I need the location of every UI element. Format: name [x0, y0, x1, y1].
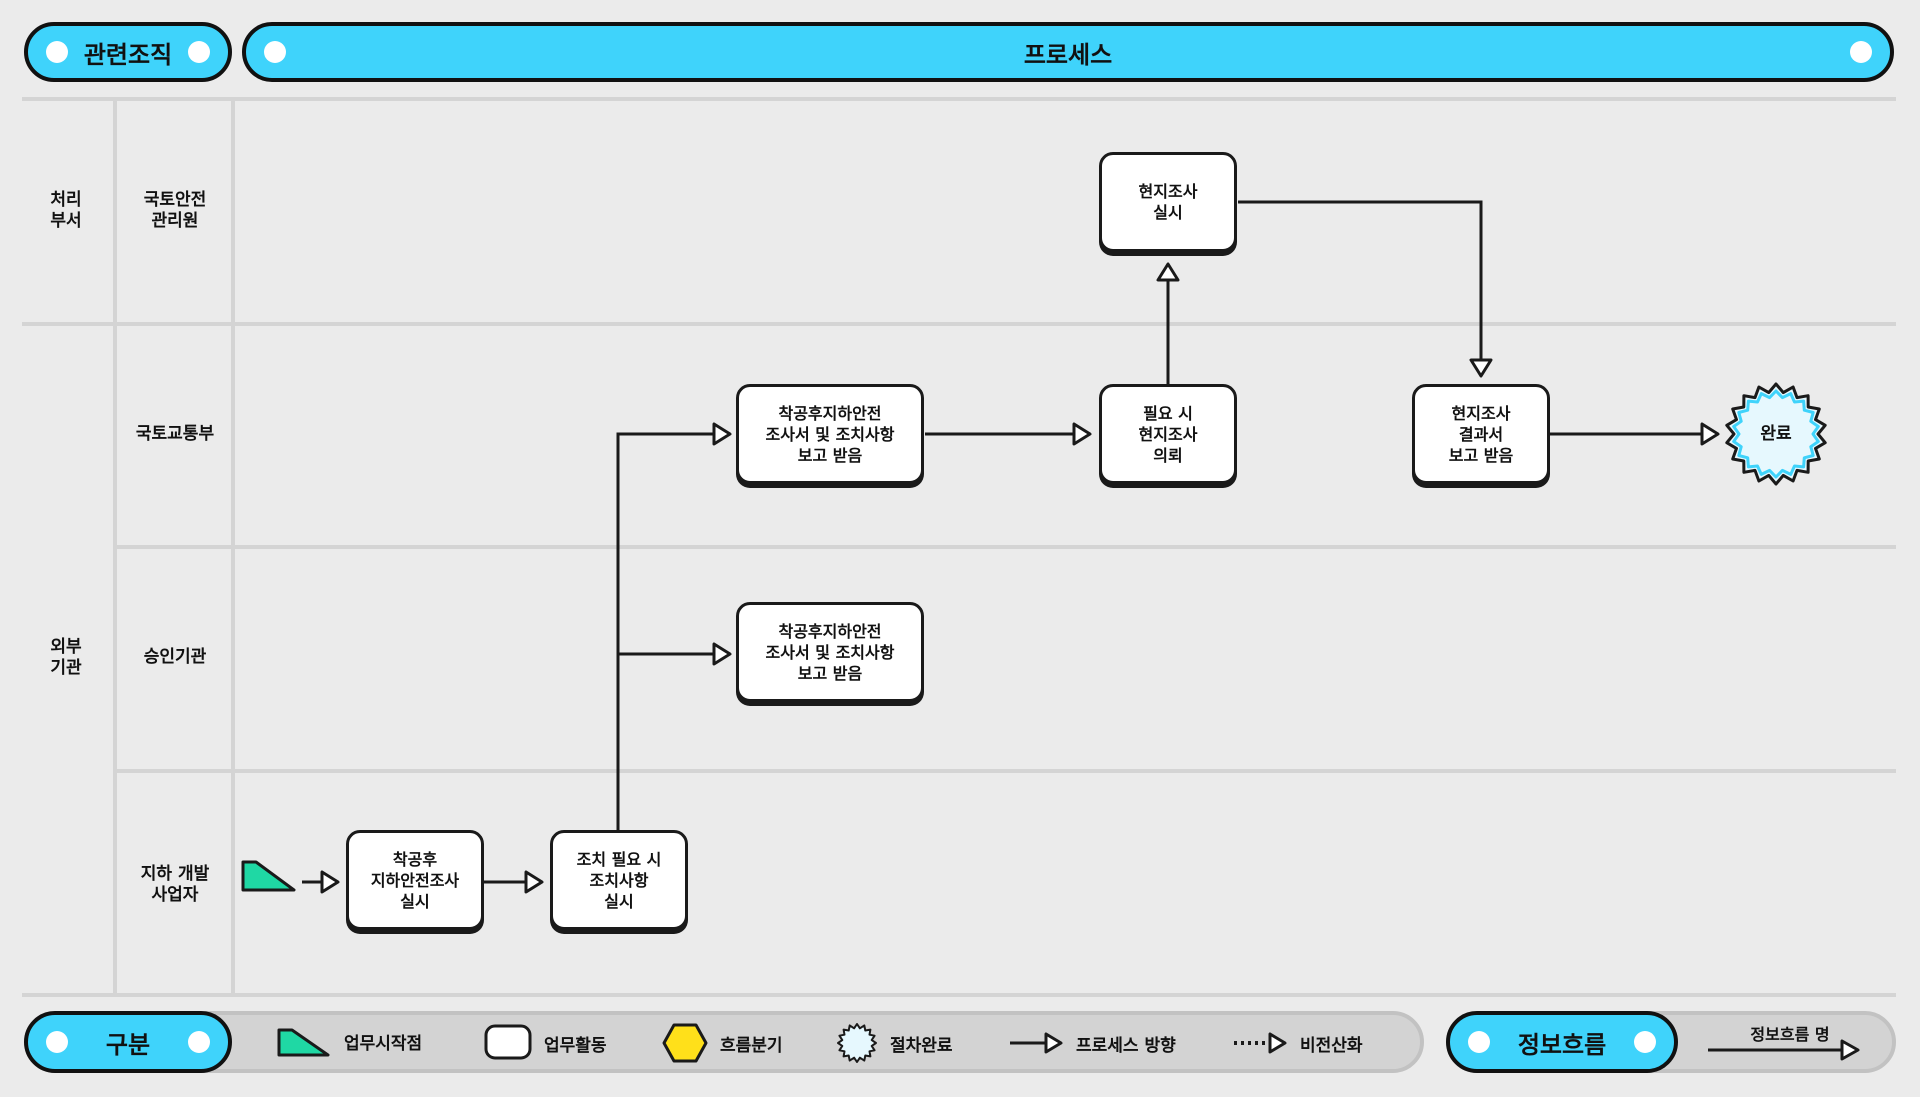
- header-dot-icon: [46, 41, 68, 63]
- activity-molit-report: 착공후지하안전 조사서 및 조치사항 보고 받음: [736, 384, 924, 484]
- start-shape-icon: [277, 1028, 330, 1057]
- lane-divider: [22, 322, 1896, 326]
- lane-divider: [115, 545, 1896, 549]
- column-divider: [231, 97, 235, 995]
- legend-start: 업무시작점: [276, 1024, 422, 1058]
- arrow-head-icon: [712, 642, 732, 666]
- legend-complete-label: 절차완료: [890, 1035, 953, 1056]
- lane-label-kotsa: 국토안전 관리원: [143, 190, 207, 231]
- branch-hexagon-icon: [662, 1023, 708, 1063]
- header-dot-icon: [1634, 1031, 1656, 1053]
- arrow-head-icon: [1072, 422, 1092, 446]
- activity-measures: 조치 필요 시 조치사항 실시: [550, 830, 688, 930]
- legend-branch: 흐름분기: [662, 1022, 783, 1064]
- process-header-title: 프로세스: [1023, 40, 1113, 69]
- info-flow-arrow-icon: [1708, 1039, 1860, 1061]
- column-divider: [113, 97, 117, 995]
- header-dot-icon: [1468, 1031, 1490, 1053]
- org-header-title: 관련조직: [83, 40, 173, 69]
- header-dot-icon: [188, 41, 210, 63]
- legend-non-digital-label: 비전산화: [1300, 1035, 1363, 1056]
- legend-bar: [24, 1011, 1424, 1073]
- process-arrow-icon: [1010, 1032, 1063, 1054]
- group-label-processing: 처리 부서: [50, 190, 82, 231]
- org-header: 관련조직: [24, 22, 232, 82]
- end-inner-ring-icon: [1732, 389, 1820, 479]
- arrow-head-icon: [320, 870, 340, 894]
- legend-activity-label: 업무활동: [544, 1035, 607, 1056]
- activity-box-icon: [484, 1024, 532, 1060]
- lane-label-developer: 지하 개발 사업자: [140, 864, 210, 905]
- lane-divider: [22, 97, 1896, 101]
- dotted-arrow-icon: [1234, 1032, 1287, 1054]
- activity-survey-done: 착공후 지하안전조사 실시: [346, 830, 484, 930]
- header-dot-icon: [46, 1031, 68, 1053]
- end-starburst-icon: [1725, 382, 1827, 486]
- legend-direction: 프로세스 방향: [1008, 1029, 1176, 1057]
- activity-request-site: 필요 시 현지조사 의뢰: [1099, 384, 1237, 484]
- legend-title-pill: 구분: [24, 1011, 232, 1073]
- lane-label-molit: 국토교통부: [135, 424, 215, 444]
- info-flow-pill: 정보흐름: [1446, 1011, 1678, 1073]
- complete-starburst-icon: [837, 1023, 877, 1063]
- info-flow-name: 정보흐름 명: [1750, 1025, 1830, 1044]
- arrow-head-icon: [1469, 358, 1493, 378]
- header-dot-icon: [264, 41, 286, 63]
- info-flow-title: 정보흐름: [1517, 1030, 1607, 1059]
- lane-label-approval: 승인기관: [143, 647, 207, 667]
- legend-complete: 절차완료: [836, 1022, 953, 1064]
- legend-title: 구분: [105, 1030, 151, 1059]
- activity-site-report: 현지조사 결과서 보고 받음: [1412, 384, 1550, 484]
- legend-branch-label: 흐름분기: [720, 1035, 783, 1056]
- arrow-head-icon: [1700, 422, 1720, 446]
- legend-start-label: 업무시작점: [344, 1033, 423, 1054]
- legend-non-digital: 비전산화: [1232, 1029, 1363, 1057]
- activity-site-survey: 현지조사 실시: [1099, 152, 1237, 252]
- legend-direction-label: 프로세스 방향: [1076, 1035, 1176, 1056]
- group-label-external: 외부 기관: [50, 637, 82, 678]
- arrow-head-icon: [524, 870, 544, 894]
- legend-activity: 업무활동: [484, 1024, 607, 1062]
- end-label: 완료: [1760, 424, 1792, 444]
- arrow-head-icon: [1156, 262, 1180, 282]
- activity-approval-report: 착공후지하안전 조사서 및 조치사항 보고 받음: [736, 602, 924, 702]
- header-dot-icon: [188, 1031, 210, 1053]
- start-shape-icon: [241, 860, 296, 892]
- header-dot-icon: [1850, 41, 1872, 63]
- lane-divider: [22, 993, 1896, 997]
- arrow-head-icon: [712, 422, 732, 446]
- process-header: 프로세스: [242, 22, 1894, 82]
- lane-divider: [115, 769, 1896, 773]
